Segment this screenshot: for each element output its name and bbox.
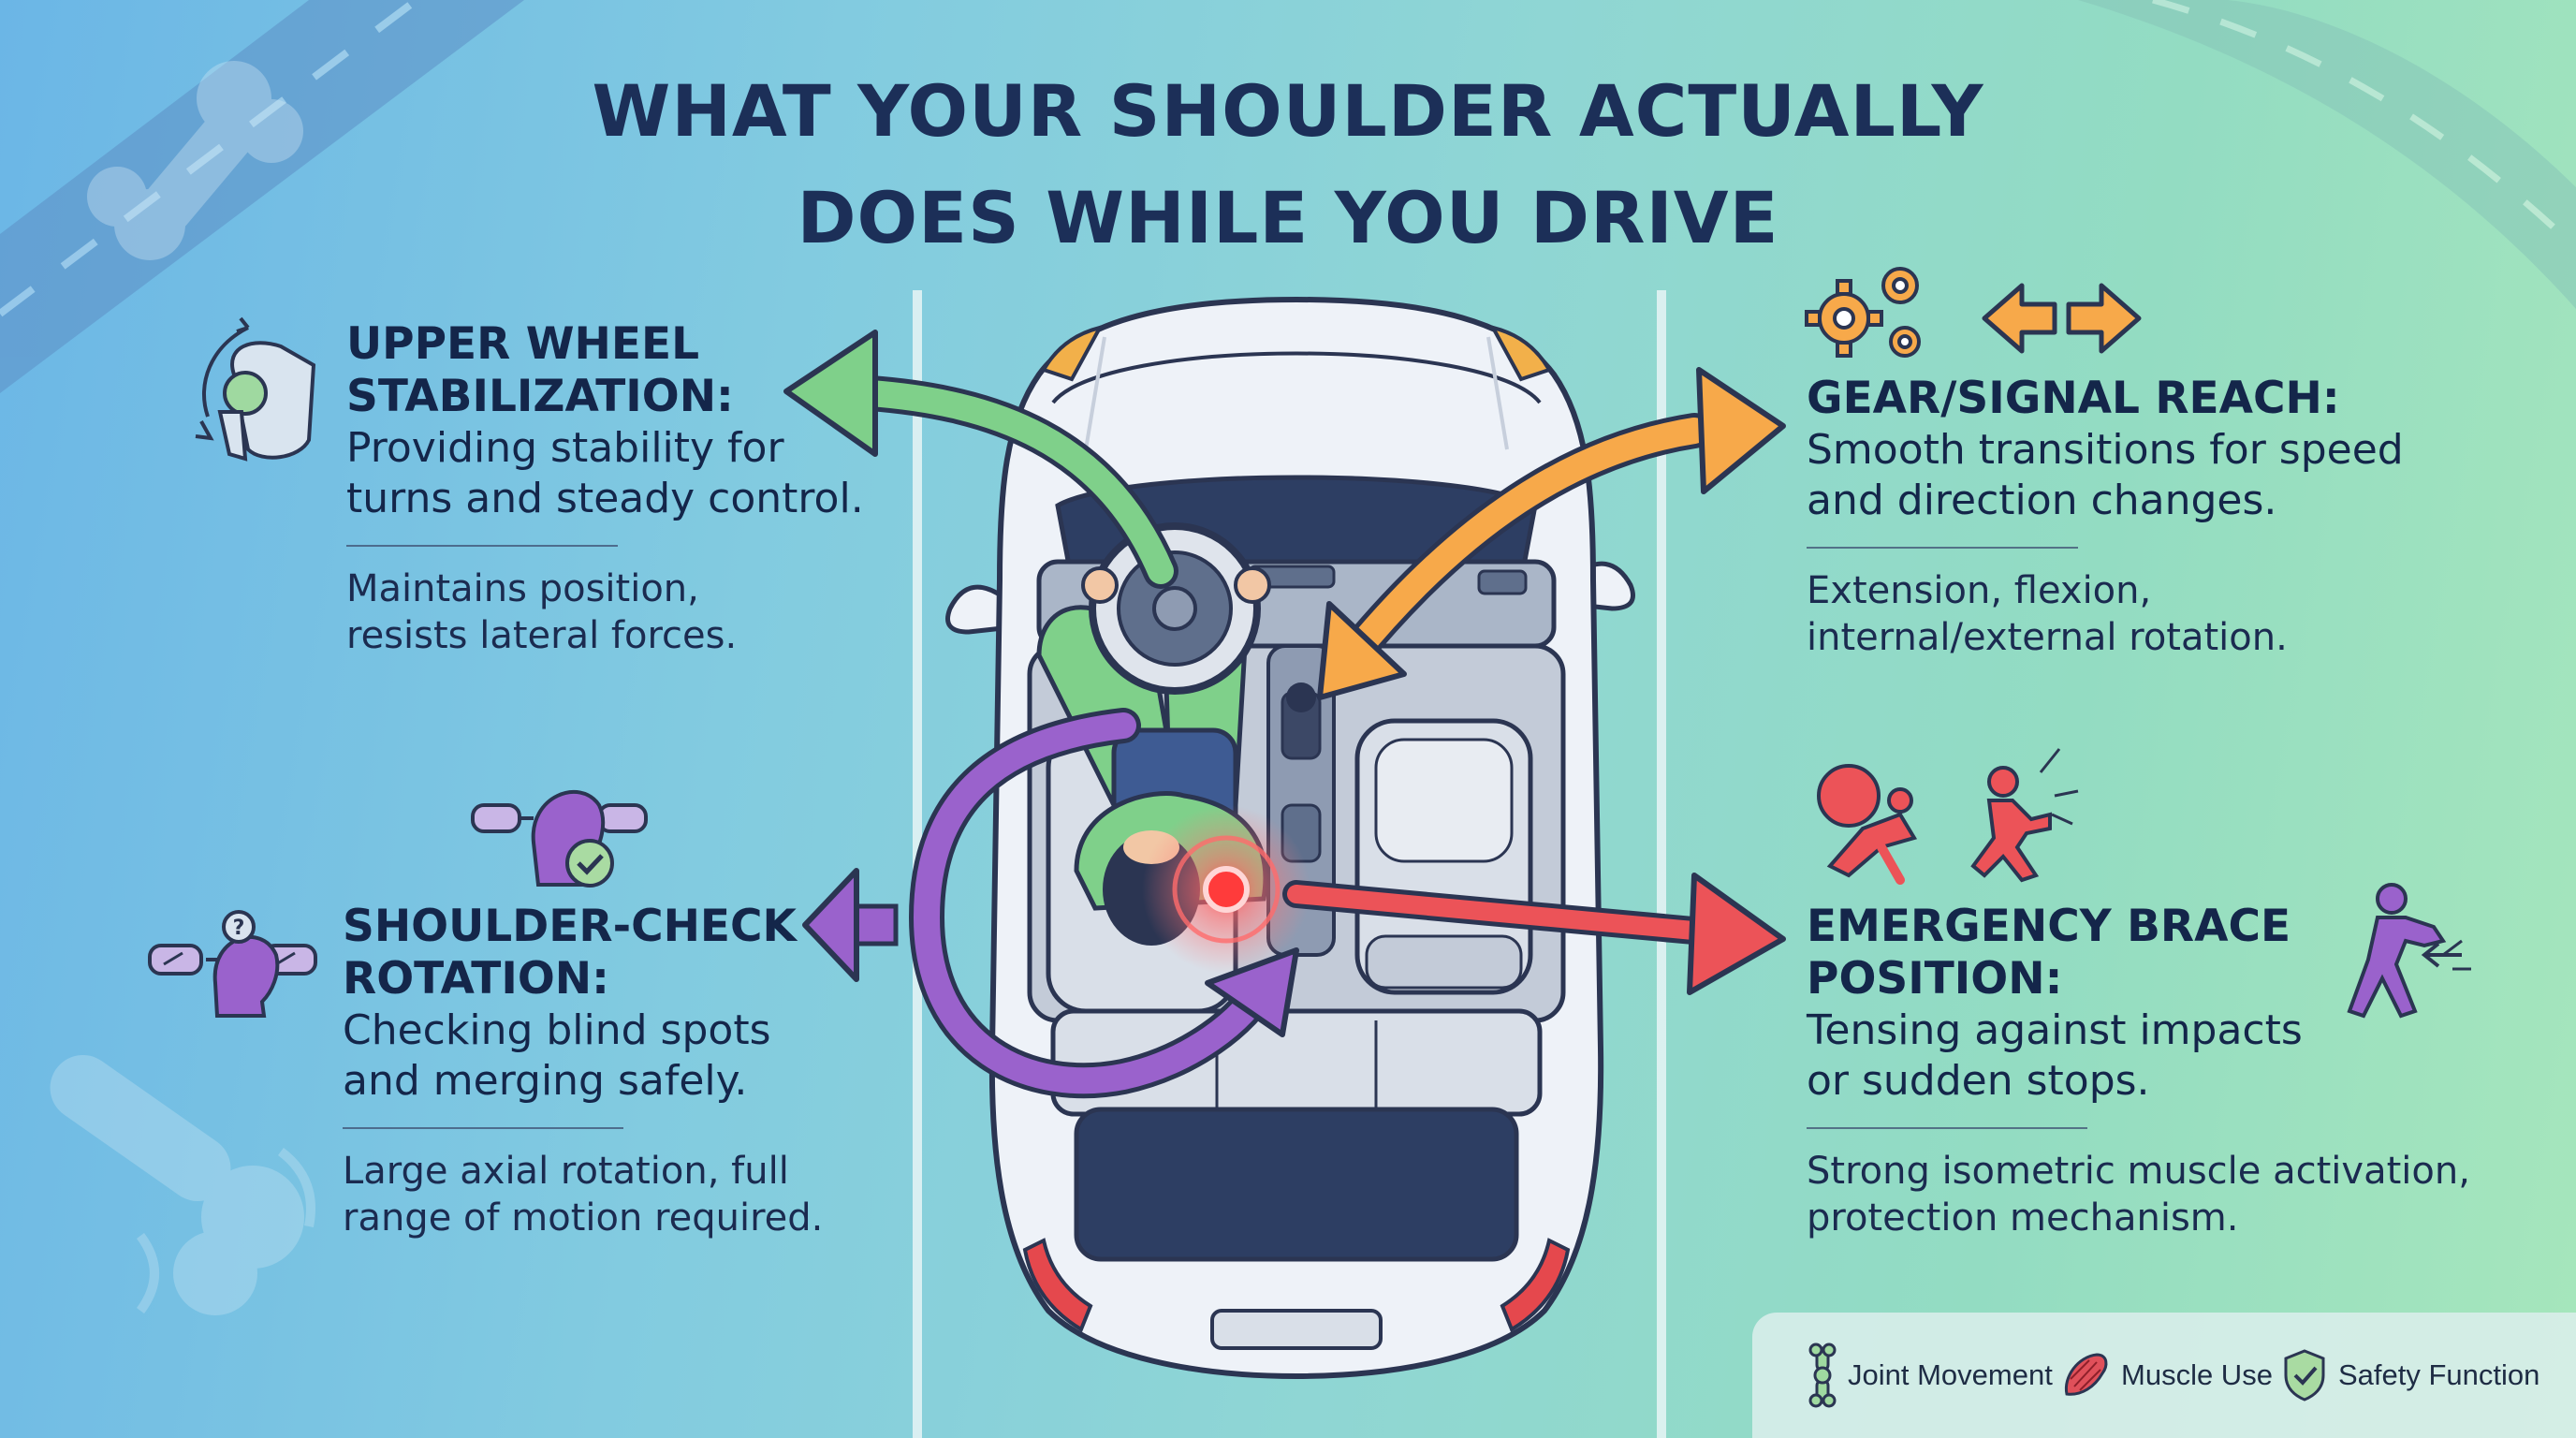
legend-label: Muscle Use bbox=[2121, 1358, 2273, 1391]
arrow-gear-signal bbox=[1317, 367, 1786, 700]
gears-icon bbox=[1805, 267, 1921, 358]
panel-heading: POSITION: bbox=[1807, 953, 2063, 1005]
panel-description: Checking blind spots bbox=[343, 1006, 771, 1054]
car-mirror-left bbox=[945, 584, 1014, 635]
panel-description: and direction changes. bbox=[1807, 477, 2277, 524]
panel-description: Tensing against impacts bbox=[1807, 1006, 2303, 1054]
panel-upper-wheel-stabilization: UPPER WHEEL STABILIZATION: Providing sta… bbox=[346, 318, 871, 659]
panel-heading: EMERGENCY BRACE bbox=[1807, 901, 2291, 952]
panel-detail: Large axial rotation, full bbox=[343, 1150, 789, 1193]
title-line-2: DOES WHILE YOU DRIVE bbox=[797, 176, 1779, 259]
car-headlight-left bbox=[1041, 324, 1104, 382]
head-check-mirrors-icon bbox=[471, 789, 648, 888]
panel-detail: Maintains position, bbox=[346, 567, 699, 610]
panel-emergency-brace-position: EMERGENCY BRACE POSITION: Tensing agains… bbox=[1807, 901, 2481, 1241]
car-rear-window bbox=[1074, 1107, 1519, 1262]
panel-description: Smooth transitions for speed bbox=[1807, 426, 2404, 474]
panel-gear-signal-reach: GEAR/SIGNAL REACH: Smooth transitions fo… bbox=[1807, 373, 2443, 661]
panel-detail: protection mechanism. bbox=[1807, 1196, 2239, 1240]
airbag-impact-icon bbox=[1817, 764, 1918, 885]
arrow-emergency-brace bbox=[1282, 873, 1786, 995]
panel-divider bbox=[1807, 547, 2078, 549]
panel-heading: UPPER WHEEL bbox=[346, 318, 700, 370]
panel-heading: STABILIZATION: bbox=[346, 371, 734, 422]
panel-detail: Strong isometric muscle activation, bbox=[1807, 1150, 2470, 1193]
legend-item-joint-movement: Joint Movement bbox=[1807, 1313, 2053, 1438]
panel-heading: ROTATION: bbox=[343, 953, 609, 1005]
bone-joint-icon bbox=[1808, 1343, 1837, 1408]
direction-arrows-icon bbox=[1982, 283, 2142, 354]
road-top-right bbox=[2078, 0, 2576, 309]
panel-description: Providing stability for bbox=[346, 424, 784, 472]
bone-decor-bottom-left-icon bbox=[50, 1054, 315, 1315]
car-taillight-right bbox=[1500, 1238, 1571, 1332]
car-taillight-left bbox=[1022, 1238, 1093, 1332]
bone-decor-top-left-icon bbox=[87, 61, 303, 260]
panel-description: and merging safely. bbox=[343, 1057, 748, 1105]
panel-description: or sudden stops. bbox=[1807, 1057, 2150, 1105]
steering-wheel bbox=[1081, 522, 1271, 695]
arrow-upper-wheel bbox=[783, 330, 1178, 589]
panel-detail: internal/external rotation. bbox=[1807, 616, 2288, 659]
panel-divider bbox=[1807, 1127, 2087, 1129]
legend: Joint Movement Muscle Use Safety Functio… bbox=[1752, 1313, 2576, 1438]
title-line-1: WHAT YOUR SHOULDER ACTUALLY bbox=[592, 69, 1984, 153]
person-push-icon bbox=[2347, 883, 2471, 1019]
gear-shifter-knob bbox=[1286, 682, 1316, 712]
shield-check-icon bbox=[2284, 1349, 2325, 1401]
panel-divider bbox=[346, 545, 618, 547]
panel-heading: SHOULDER-CHECK bbox=[343, 901, 797, 952]
legend-label: Safety Function bbox=[2338, 1358, 2540, 1391]
arrow-shoulder-check bbox=[802, 708, 1299, 1099]
panel-divider bbox=[343, 1127, 623, 1129]
panel-detail: Extension, flexion, bbox=[1807, 569, 2152, 612]
legend-item-muscle-use: Muscle Use bbox=[2059, 1313, 2273, 1438]
car-headlight-right bbox=[1489, 324, 1552, 382]
shoulder-joint-icon bbox=[195, 316, 316, 462]
panel-shoulder-check-rotation: SHOULDER-CHECK ROTATION: Checking blind … bbox=[343, 901, 848, 1241]
panel-description: turns and steady control. bbox=[346, 475, 864, 522]
head-question-mirrors-icon: ? bbox=[148, 910, 317, 1018]
panel-detail: range of motion required. bbox=[343, 1196, 824, 1240]
svg-text:?: ? bbox=[233, 917, 245, 940]
legend-label: Joint Movement bbox=[1848, 1358, 2053, 1391]
lane-line-right bbox=[1657, 290, 1666, 1438]
page-title: WHAT YOUR SHOULDER ACTUALLY DOES WHILE Y… bbox=[352, 58, 2224, 271]
muscle-icon bbox=[2064, 1353, 2108, 1396]
panel-detail: resists lateral forces. bbox=[346, 614, 738, 657]
road-top-left bbox=[0, 0, 524, 393]
small-left-arrow-icon bbox=[2421, 942, 2462, 968]
panel-heading: GEAR/SIGNAL REACH: bbox=[1807, 373, 2340, 424]
person-brace-icon bbox=[1970, 748, 2079, 883]
legend-item-safety-function: Safety Function bbox=[2280, 1313, 2539, 1438]
